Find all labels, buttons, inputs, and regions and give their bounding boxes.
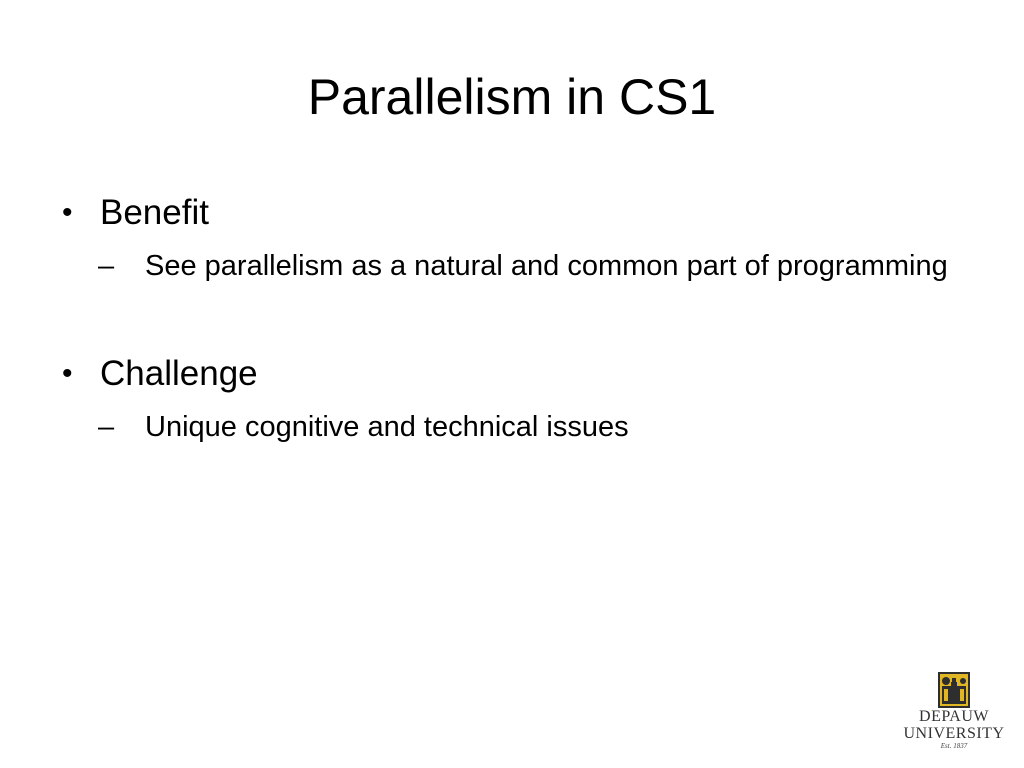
sub-bullet-dash: – (98, 250, 115, 282)
sub-bullet-text: Unique cognitive and technical issues (145, 411, 629, 443)
bullet-benefit: • Benefit (62, 190, 962, 236)
sub-bullet-text: See parallelism as a natural and common … (145, 250, 948, 282)
logo-est-line: Est. 1837 (940, 742, 968, 750)
bullet-challenge: • Challenge (62, 351, 962, 397)
sub-bullet-dash: – (98, 411, 115, 443)
bullet-label: Challenge (100, 354, 258, 393)
slide-content: • Benefit – See parallelism as a natural… (62, 190, 962, 450)
bullet-spacer (62, 289, 962, 351)
logo-wordmark-line1: DEPAUW (919, 708, 989, 725)
bullet-label: Benefit (100, 193, 209, 232)
bullet-dot: • (62, 357, 73, 390)
university-seal-icon (938, 672, 970, 708)
logo-wordmark-line2: UNIVERSITY (903, 725, 1005, 742)
sub-bullet-benefit: – See parallelism as a natural and commo… (98, 244, 962, 289)
depauw-logo: DEPAUW UNIVERSITY Est. 1837 (898, 672, 1010, 758)
bullet-dot: • (62, 196, 73, 229)
slide-title: Parallelism in CS1 (307, 69, 717, 125)
sub-bullet-challenge: – Unique cognitive and technical issues (98, 405, 962, 450)
